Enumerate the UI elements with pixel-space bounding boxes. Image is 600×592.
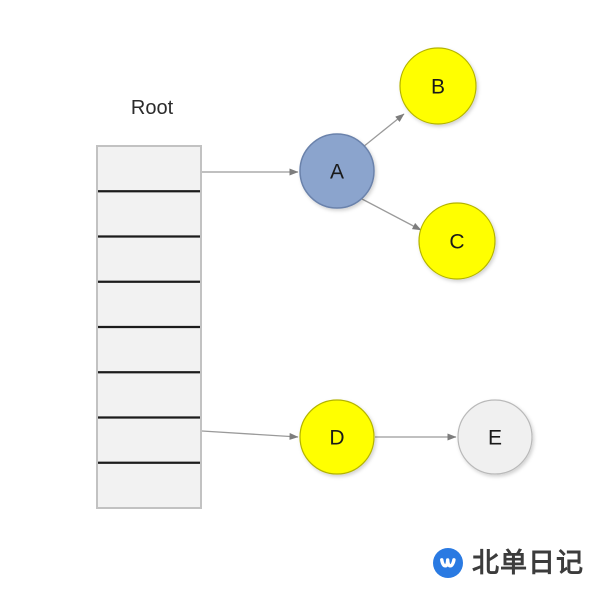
node-e[interactable]: E — [457, 399, 533, 475]
node-a-label: A — [330, 161, 344, 184]
watermark-text: 北单日记 — [472, 547, 584, 579]
node-a[interactable]: A — [299, 133, 375, 209]
bucket-cell-2[interactable] — [96, 236, 202, 283]
node-b-label: B — [431, 76, 445, 99]
edge-a-to-c — [361, 198, 422, 231]
node-b[interactable]: B — [399, 47, 477, 125]
w-logo-icon — [433, 548, 463, 578]
bucket-cell-0[interactable] — [96, 145, 202, 192]
root-bucket-array — [96, 145, 202, 509]
bucket-cell-1[interactable] — [96, 190, 202, 237]
watermark: 北单日记 — [433, 548, 584, 578]
bucket-cell-5[interactable] — [96, 371, 202, 418]
node-b-circle[interactable] — [399, 47, 477, 125]
node-d[interactable]: D — [299, 399, 375, 475]
node-d-label: D — [329, 427, 344, 450]
bucket-cell-3[interactable] — [96, 281, 202, 328]
node-d-circle[interactable] — [299, 399, 375, 475]
bucket-array-outline — [96, 145, 202, 509]
node-c[interactable]: C — [418, 202, 496, 280]
bucket-cell-6[interactable] — [96, 417, 202, 464]
node-a-circle[interactable] — [299, 133, 375, 209]
edge-bucket6-to-d — [201, 430, 299, 440]
bucket-cell-4[interactable] — [96, 326, 202, 373]
bucket-cell-7[interactable] — [96, 462, 202, 509]
node-c-label: C — [449, 231, 464, 254]
edge-a-to-b — [362, 113, 405, 148]
diagram-edges — [201, 113, 457, 441]
node-c-circle[interactable] — [418, 202, 496, 280]
node-e-circle[interactable] — [457, 399, 533, 475]
root-label: Root — [131, 97, 174, 119]
node-e-label: E — [488, 427, 502, 450]
